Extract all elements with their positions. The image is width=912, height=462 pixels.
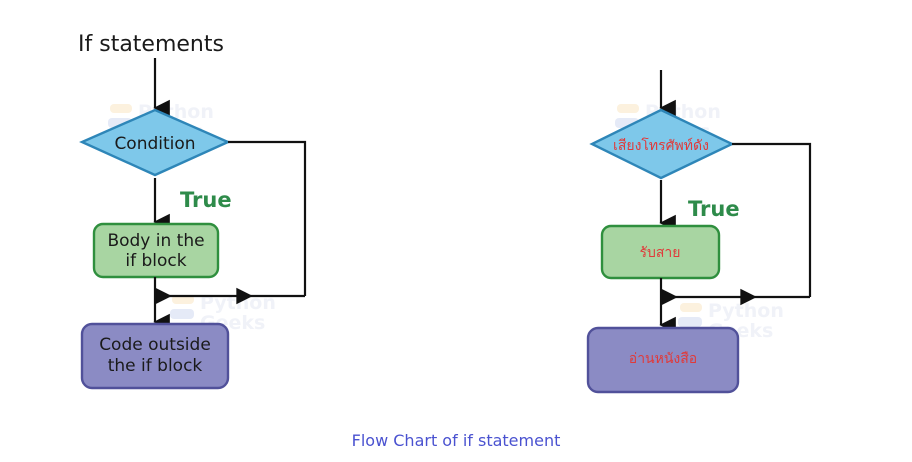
condition-diamond-left [79, 108, 231, 177]
watermark-logo-bar [172, 295, 194, 304]
watermark-logo-bar [170, 309, 194, 319]
terminal-label-line2-left: the if block [108, 356, 203, 376]
process-label-line1-left: Body in the [107, 231, 204, 251]
condition-label-left: Condition [114, 134, 195, 154]
true-label-left: True [180, 188, 232, 212]
right-chart: เสียงโทรศัพท์ดัง True รับสาย อ่านหนังสือ [586, 70, 812, 394]
connector-false-branch-right [732, 142, 812, 297]
left-chart: If statements Condition True Body in the… [78, 32, 307, 390]
figure-caption: Flow Chart of if statement [352, 431, 561, 450]
terminal-box-right [586, 326, 740, 394]
watermark-logo-bar [680, 303, 702, 312]
terminal-box-left [80, 322, 230, 390]
condition-label-right: เสียงโทรศัพท์ดัง [613, 137, 709, 154]
terminal-label-line1-left: Code outside [99, 335, 211, 355]
watermark-logo-bar [110, 104, 132, 113]
watermark-line1: Python [708, 300, 784, 322]
true-label-right: True [688, 197, 740, 221]
connector-false-branch-left [228, 140, 307, 296]
process-label-line1-right: รับสาย [639, 245, 680, 261]
terminal-label-line1-right: อ่านหนังสือ [629, 351, 697, 367]
entry-label-left: If statements [78, 32, 224, 57]
condition-diamond-right [589, 108, 735, 180]
watermark-logo-bar [678, 317, 702, 327]
process-label-line2-left: if block [125, 251, 186, 271]
watermark-logo-bar [617, 104, 639, 113]
